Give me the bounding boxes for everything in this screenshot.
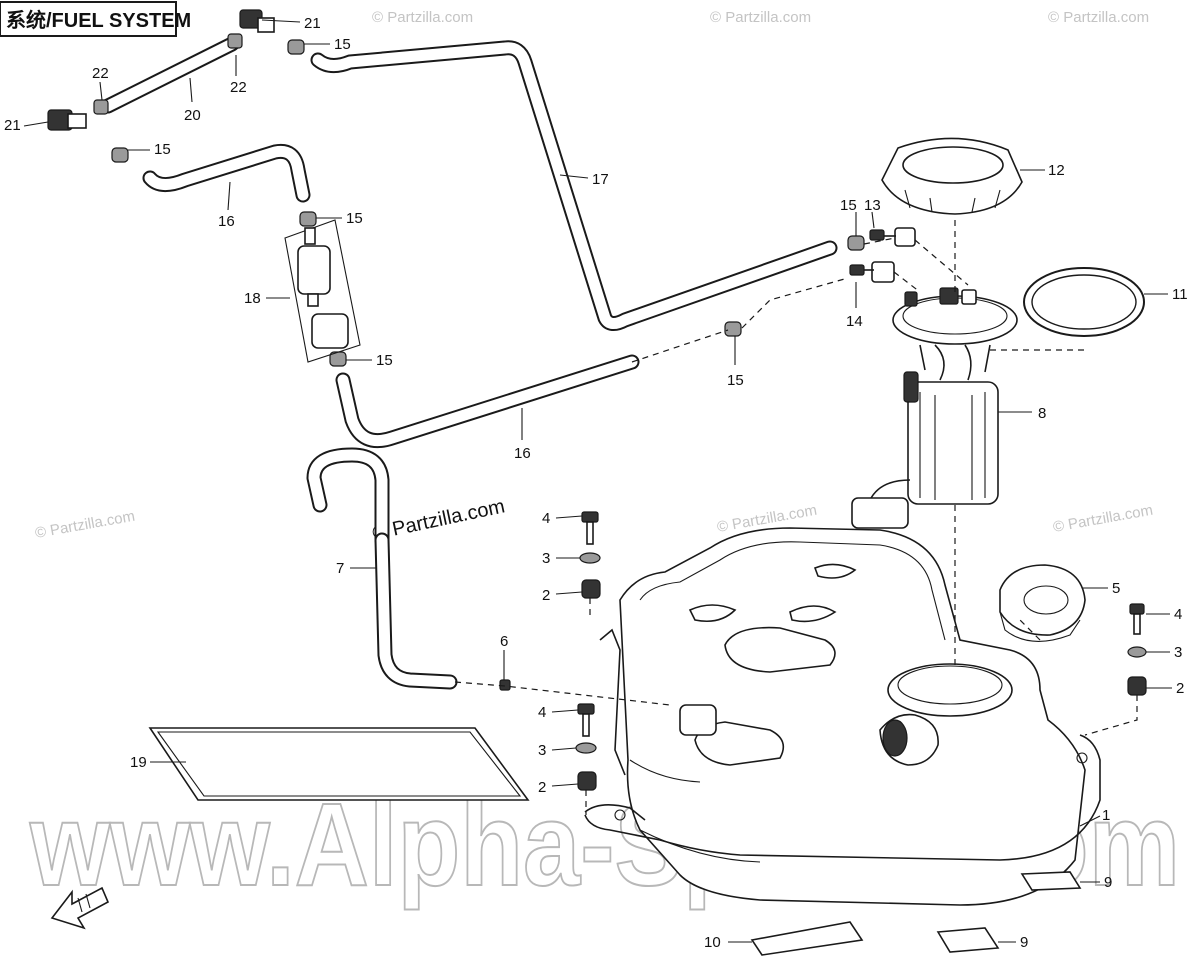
watermark-partzilla-center: © Partzilla.com (370, 495, 506, 545)
leader-lines (23, 19, 1172, 943)
callout-8: 8 (1038, 405, 1046, 422)
callout-17: 17 (592, 171, 609, 188)
callout-3: 3 (1174, 644, 1182, 661)
callout-14: 14 (846, 313, 863, 330)
callout-4: 4 (542, 510, 550, 527)
callout-15: 15 (346, 210, 363, 227)
page-title: 系统/FUEL SYSTEM (6, 8, 191, 32)
watermark-partzilla: © Partzilla.com (372, 9, 473, 26)
hose-17 (310, 40, 838, 331)
callout-19: 19 (130, 754, 147, 771)
callout-16: 16 (218, 213, 235, 230)
hose-7 (306, 447, 458, 690)
callout-7: 7 (336, 560, 344, 577)
lock-ring-12 (881, 137, 1023, 215)
callout-2: 2 (538, 779, 546, 796)
title-box: 系统/FUEL SYSTEM (0, 1, 191, 37)
fitting-13 (869, 227, 916, 247)
callout-4: 4 (1174, 606, 1182, 623)
mount-hardware-left-lower (575, 703, 597, 791)
mount-hardware-left-upper (579, 511, 601, 599)
fitting-21-top (227, 9, 275, 49)
filler-cap-5 (999, 564, 1086, 642)
callout-4: 4 (538, 704, 546, 721)
callout-3: 3 (542, 550, 550, 567)
callout-18: 18 (244, 290, 261, 307)
fitting-14 (849, 261, 895, 283)
callout-12: 12 (1048, 162, 1065, 179)
watermark-partzilla: © Partzilla.com (710, 9, 811, 26)
fuel-filter-18 (284, 219, 361, 363)
callout-5: 5 (1112, 580, 1120, 597)
fuel-tank-1 (584, 527, 1101, 906)
mount-hardware-right (1127, 603, 1147, 696)
callout-21: 21 (304, 15, 321, 32)
callout-1: 1 (1102, 807, 1110, 824)
callout-15: 15 (376, 352, 393, 369)
pads-9-10 (750, 871, 1082, 956)
callout-10: 10 (704, 934, 721, 951)
callout-13: 13 (864, 197, 881, 214)
hose-16-lower (335, 354, 640, 449)
callouts: 21 15 22 22 20 21 15 16 15 18 15 17 12 1… (4, 15, 1188, 951)
callout-9: 9 (1020, 934, 1028, 951)
callout-2: 2 (542, 587, 550, 604)
callout-11: 11 (1172, 286, 1188, 303)
callout-22: 22 (92, 65, 109, 82)
callout-3: 3 (538, 742, 546, 759)
front-arrow-icon (50, 886, 110, 930)
callout-2: 2 (1176, 680, 1184, 697)
callout-15: 15 (840, 197, 857, 214)
hose-16-upper (142, 143, 311, 203)
watermark-partzilla: © Partzilla.com (1052, 502, 1154, 536)
pad-19 (148, 727, 530, 801)
watermark-partzilla: © Partzilla.com (1048, 9, 1149, 26)
callout-9: 9 (1104, 874, 1112, 891)
callout-20: 20 (184, 107, 201, 124)
callout-16: 16 (514, 445, 531, 462)
fitting-21-left (47, 99, 109, 131)
fuel-pump-8 (851, 287, 1018, 529)
callout-21: 21 (4, 117, 21, 134)
callout-15: 15 (154, 141, 171, 158)
callout-22: 22 (230, 79, 247, 96)
callout-15: 15 (334, 36, 351, 53)
o-ring-11 (1023, 267, 1145, 337)
callout-15: 15 (727, 372, 744, 389)
assembly-lines (454, 220, 1138, 815)
clamps-15 (111, 39, 865, 367)
hose-20 (100, 36, 240, 114)
callout-6: 6 (500, 633, 508, 650)
clip-6 (499, 679, 511, 691)
watermark-partzilla: © Partzilla.com (34, 508, 136, 542)
